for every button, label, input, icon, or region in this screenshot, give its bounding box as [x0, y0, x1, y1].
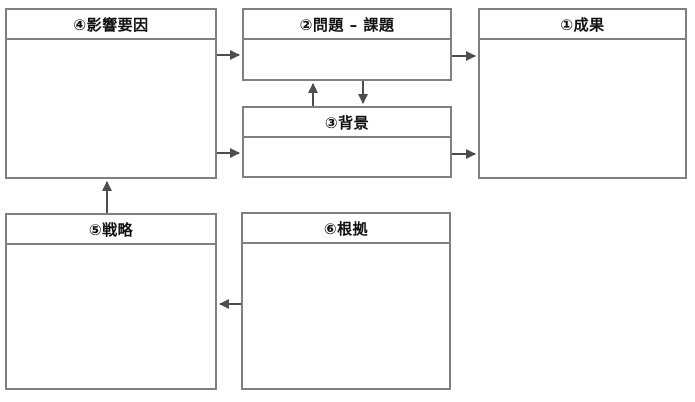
box-factors-title: ④影響要因 — [7, 10, 215, 40]
box-problem-title: ②問題 – 課題 — [244, 10, 450, 40]
box-background-title: ③背景 — [244, 108, 450, 138]
box-problem: ②問題 – 課題 — [242, 8, 452, 81]
box-evidence: ⑥根拠 — [241, 212, 451, 390]
box-strategy: ⑤戦略 — [5, 213, 217, 390]
box-strategy-title: ⑤戦略 — [7, 215, 215, 245]
box-background: ③背景 — [242, 106, 452, 178]
box-factors: ④影響要因 — [5, 8, 217, 179]
box-evidence-title: ⑥根拠 — [243, 214, 449, 244]
box-outcome: ①成果 — [478, 8, 687, 179]
box-outcome-title: ①成果 — [480, 10, 685, 40]
